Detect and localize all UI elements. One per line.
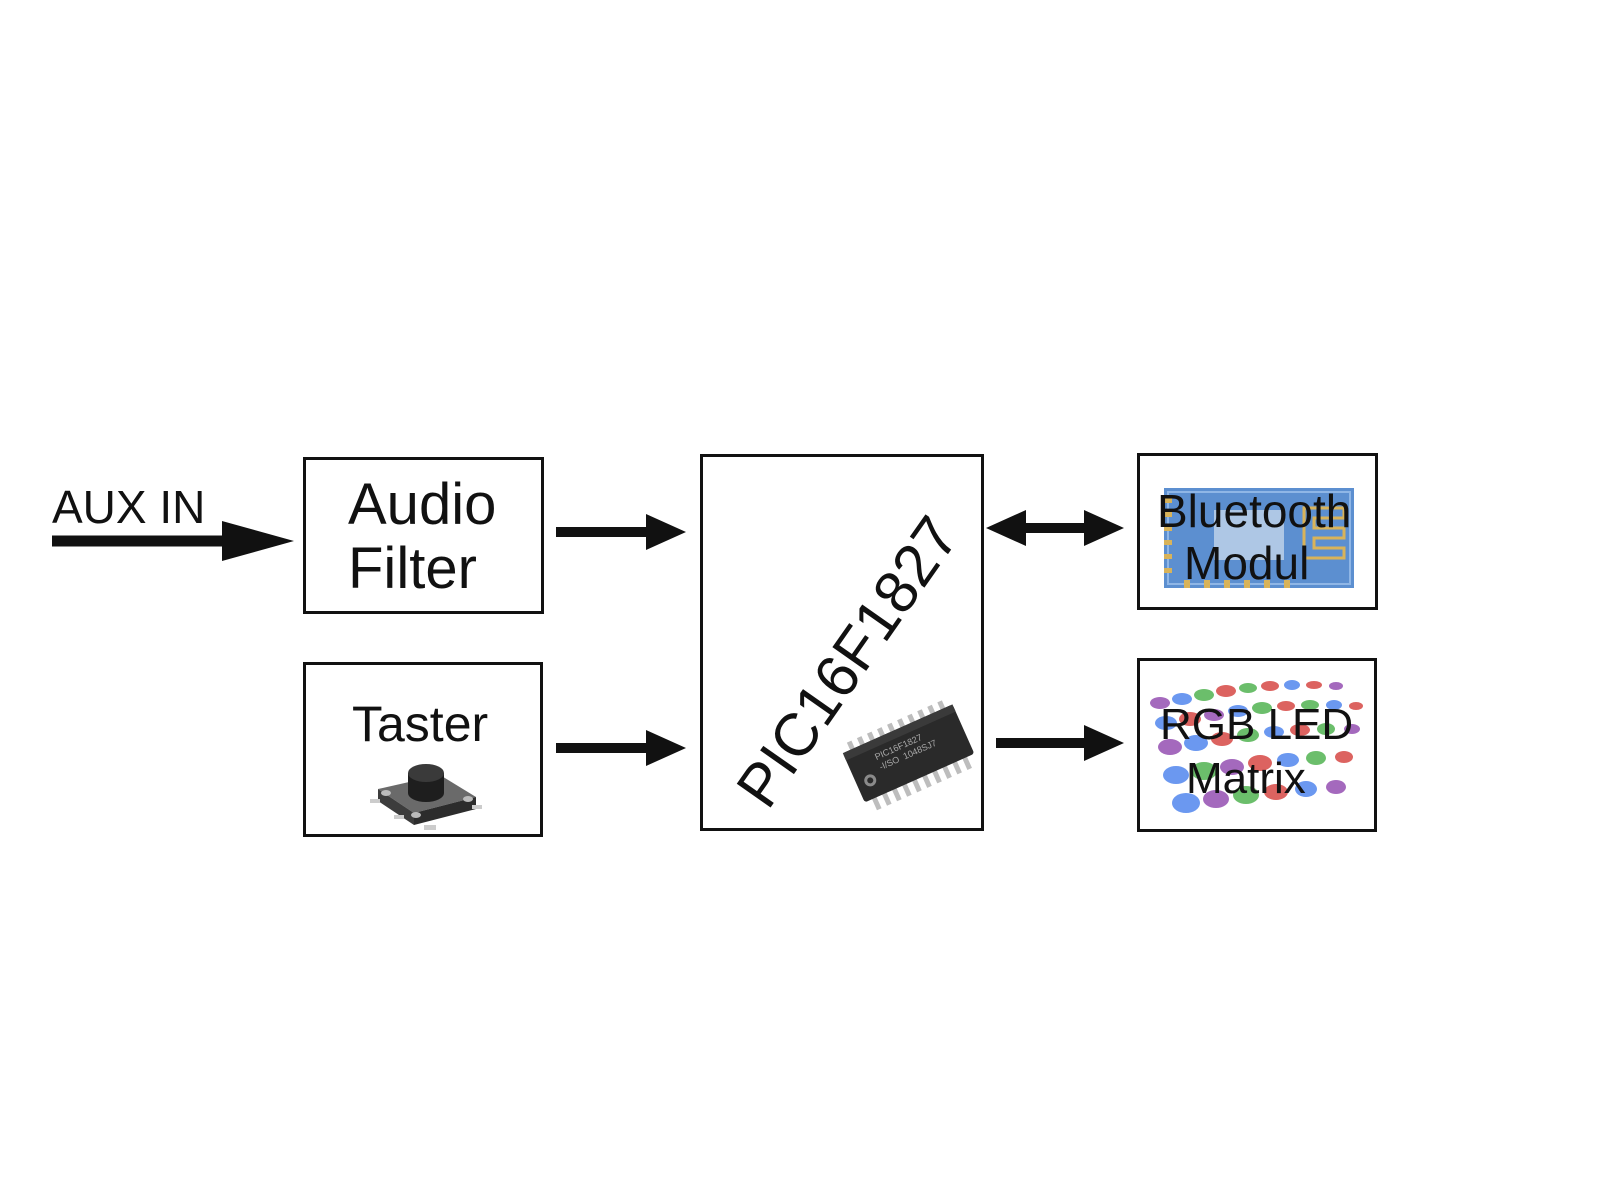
- aux-in-label: AUX IN: [52, 481, 206, 533]
- led-matrix-block: RGB LED Matrix: [1137, 658, 1377, 832]
- rgb-led-matrix-image: [1150, 680, 1363, 813]
- taster-label: Taster: [352, 696, 489, 752]
- bluetooth-module-pcb-image: [1164, 488, 1354, 588]
- taster-block: Taster: [303, 662, 543, 837]
- led-matrix-label-line1: RGB LED: [1160, 700, 1354, 749]
- push-button-icon: [370, 764, 482, 830]
- audio-filter-label-line1: Audio: [348, 472, 497, 537]
- bluetooth-label-line1: Bluetooth: [1157, 485, 1352, 537]
- mcu-block: PIC16F1827: [700, 454, 984, 831]
- mcu-chip-icon: PIC16F1827 -I/SO 1048SJ7: [842, 700, 974, 811]
- led-matrix-label-line2: Matrix: [1186, 754, 1306, 803]
- bluetooth-block: Bluetooth Modul: [1137, 453, 1378, 610]
- bluetooth-label-line2: Modul: [1184, 537, 1310, 589]
- audio-filter-block: Audio Filter: [303, 457, 544, 614]
- audio-filter-label-line2: Filter: [348, 536, 477, 601]
